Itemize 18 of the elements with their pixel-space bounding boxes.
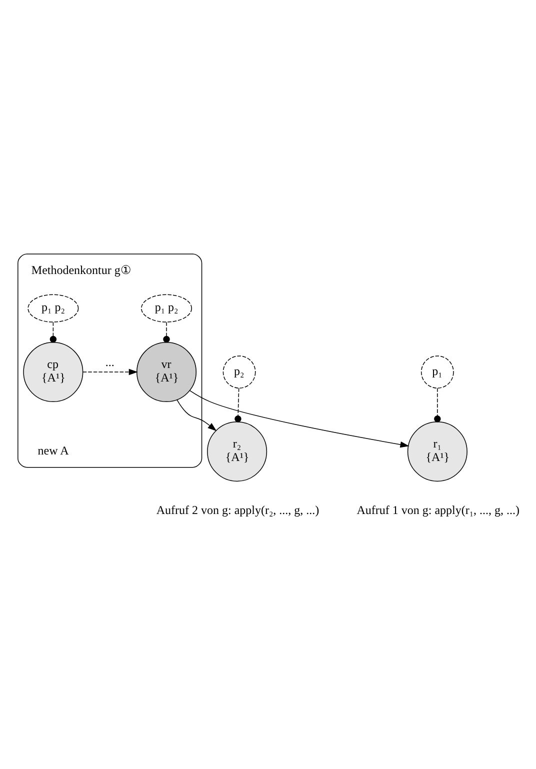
- node-ellipse: p₁ p₂: [28, 294, 79, 322]
- node-circle: r₁ {A¹}: [407, 422, 468, 482]
- arrow: [176, 400, 217, 432]
- connector: [234, 388, 242, 422]
- connector: [163, 322, 170, 343]
- arrow: [189, 390, 410, 448]
- edge-label: ...: [105, 354, 114, 369]
- connector: [434, 388, 441, 422]
- node-circle: vr {A¹}: [136, 342, 197, 402]
- connector: [50, 322, 57, 343]
- node-ellipse: p₁ p₂: [141, 294, 192, 322]
- arrow: [82, 368, 138, 376]
- node-circle: cp {A¹}: [23, 342, 84, 402]
- node-circle: p₁: [420, 356, 454, 388]
- node-label: new A: [38, 443, 69, 458]
- node-circle: p₂: [222, 356, 256, 388]
- node-label: Aufruf 2 von g: apply(r₂, ..., g, ...): [156, 503, 320, 518]
- node-label: Aufruf 1 von g: apply(r₁, ..., g, ...): [356, 503, 520, 518]
